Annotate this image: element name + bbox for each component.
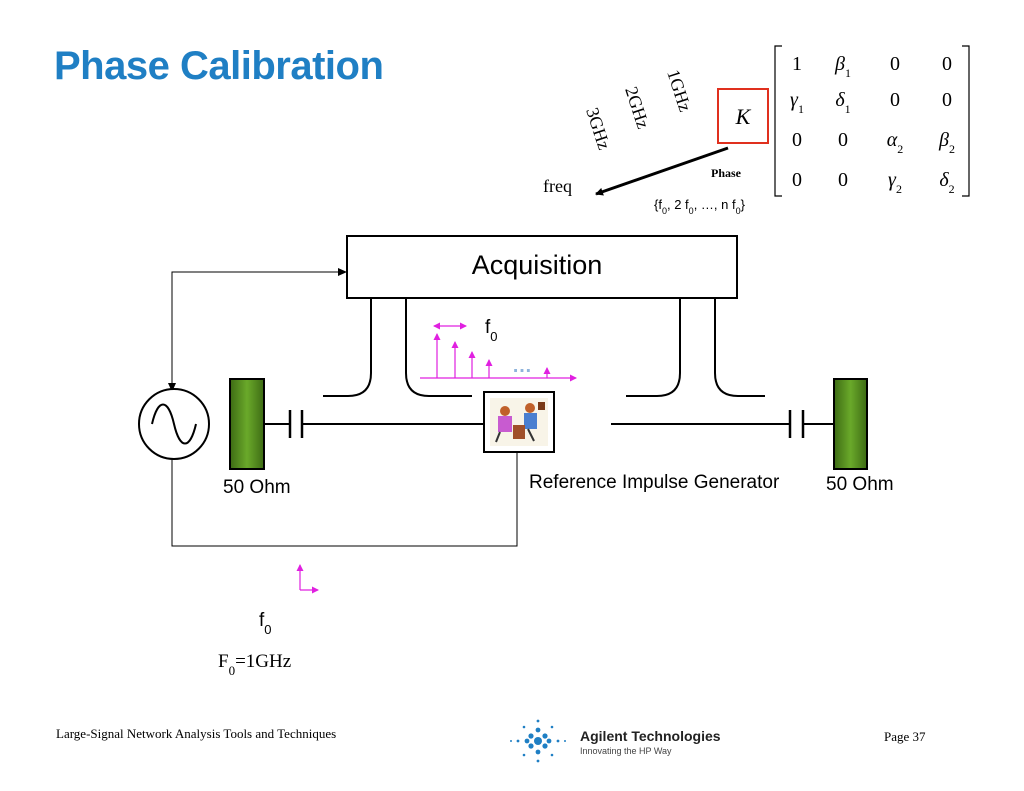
f0-label-top: f0 (485, 317, 498, 344)
matrix-cell: δ2 (939, 169, 954, 196)
matrix-cell: 1 (792, 53, 802, 75)
drive-line (171, 452, 518, 547)
coupler-right-1 (626, 298, 681, 397)
comb-spectrum: f0 … (420, 317, 577, 382)
generator-label: Reference Impulse Generator (529, 472, 780, 493)
k-matrix-group: K 1 β1 0 0 γ1 δ1 0 0 0 0 α2 β2 0 0 γ2 δ2… (543, 45, 970, 216)
matrix-cell: 0 (942, 53, 952, 75)
freq-tick-2ghz: 2GHz (621, 84, 653, 131)
matrix-cell: 0 (942, 89, 952, 111)
spectrum-ellipsis: … (512, 355, 532, 377)
load-left-label: 50 Ohm (223, 477, 291, 498)
page-number: Page 37 (884, 729, 926, 744)
matrix-cell: γ2 (888, 169, 902, 196)
sync-arrow-down (168, 383, 176, 392)
freq-tick-3ghz: 3GHz (582, 105, 614, 152)
f0-label-bottom: f0 (259, 610, 272, 637)
matrix-cell: 0 (792, 129, 802, 151)
footer-course-title: Large-Signal Network Analysis Tools and … (56, 726, 337, 741)
F0-value: F0=1GHz (218, 651, 291, 678)
generator-illustration-icon (490, 398, 548, 446)
page-title: Phase Calibration (54, 44, 384, 88)
matrix-cell: α2 (887, 129, 904, 156)
brand-name: Agilent Technologies (580, 728, 721, 744)
matrix-cell: β1 (834, 53, 851, 80)
matrix-cell: γ1 (790, 89, 804, 116)
load-left (229, 378, 265, 470)
coupler-left-2 (405, 298, 472, 397)
freq-axis-arrow (595, 146, 729, 196)
matrix-cell: 0 (890, 53, 900, 75)
load-right-label: 50 Ohm (826, 474, 894, 495)
matrix-cell: 0 (890, 89, 900, 111)
brand-tagline: Innovating the HP Way (580, 746, 672, 756)
matrix-cell: 0 (838, 129, 848, 151)
coupler-right-2 (714, 298, 765, 397)
matrix-cell: δ1 (835, 89, 850, 116)
acquisition-label: Acquisition (472, 250, 603, 280)
matrix-cells: 1 β1 0 0 γ1 δ1 0 0 0 0 α2 β2 0 0 γ2 δ2 (790, 53, 955, 196)
freq-axis-label: freq (543, 176, 572, 196)
fundamental-spectrum: f0 F0=1GHz (218, 564, 319, 678)
sine-wave-icon (151, 403, 197, 445)
harmonics-label: {f0, 2 f0, …, n f0} (654, 197, 746, 216)
acquisition-block (346, 235, 738, 299)
agilent-logo-icon (510, 719, 566, 763)
matrix-right-bracket (962, 45, 970, 197)
sync-line (171, 271, 347, 392)
matrix-cell: 0 (838, 169, 848, 191)
k-label: K (735, 104, 752, 129)
matrix-left-bracket (774, 45, 782, 197)
k-box (717, 88, 769, 144)
phase-label: Phase (711, 166, 742, 180)
load-right (833, 378, 868, 470)
matrix-cell: β2 (938, 129, 955, 156)
matrix-cell: 0 (792, 169, 802, 191)
freq-tick-1ghz: 1GHz (663, 67, 695, 114)
coupler-left-1 (323, 298, 372, 397)
